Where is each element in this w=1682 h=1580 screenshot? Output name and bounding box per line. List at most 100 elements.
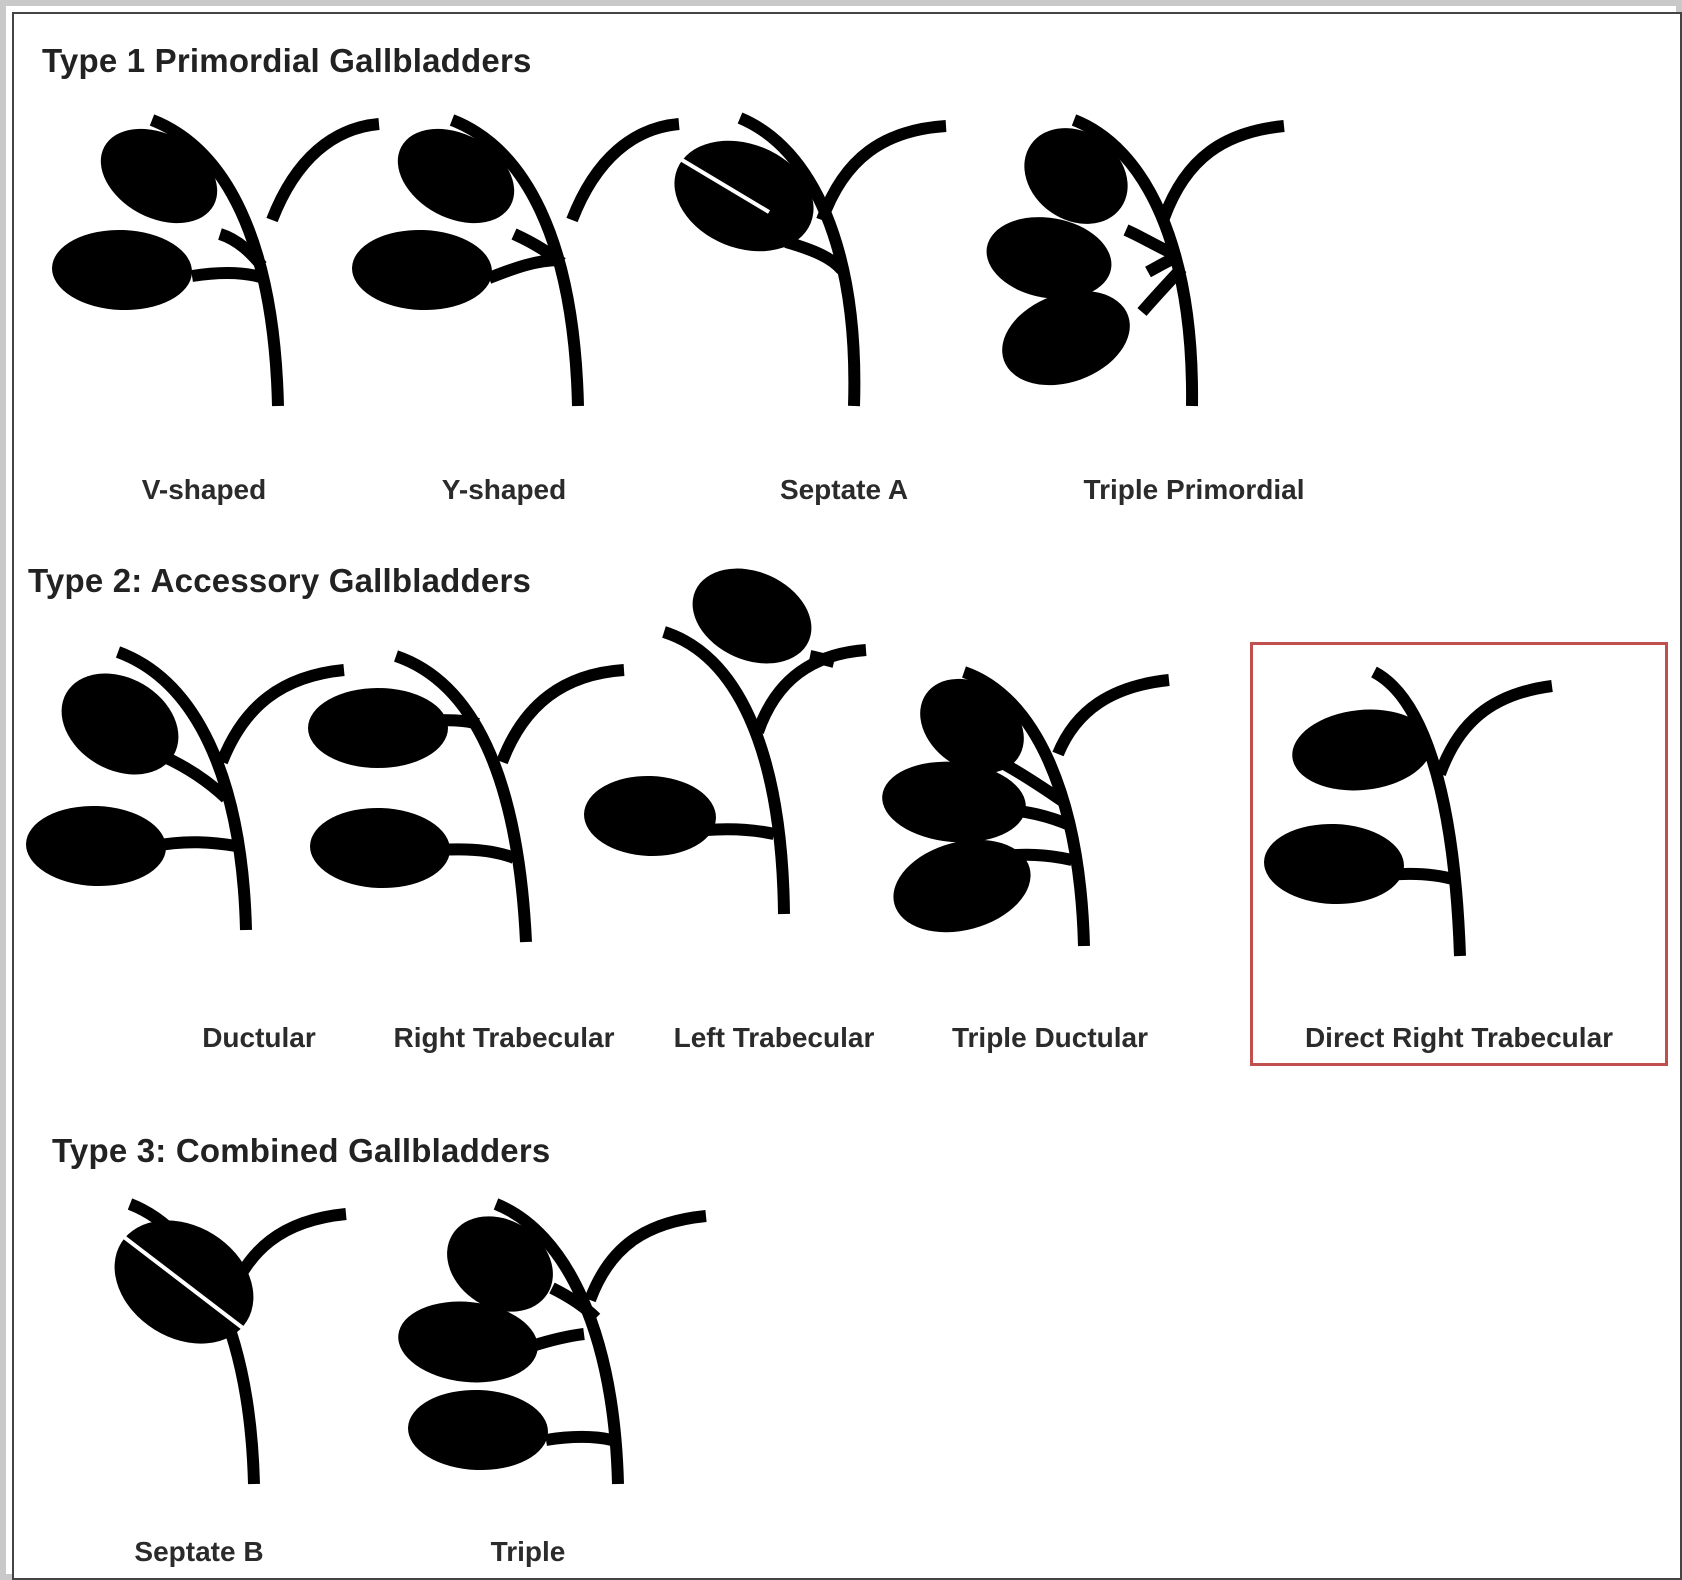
caption-right-trabecular: Right Trabecular <box>393 1022 615 1053</box>
duct-1 <box>115 646 252 931</box>
duct-3 <box>808 650 836 668</box>
duct-4 <box>705 823 776 840</box>
septum-line <box>680 158 771 214</box>
variant-direct-right-trabecular: Direct Right Trabecular <box>1250 614 1668 1074</box>
variant-triple: Triple <box>398 1184 746 1574</box>
left-trabecular-group <box>584 568 867 915</box>
duct-1 <box>449 114 584 407</box>
section-title-type-2: Type 2: Accessory Gallbladders <box>28 562 532 599</box>
septate-a-group <box>674 112 947 407</box>
septum-line <box>118 1232 250 1334</box>
duct-4 <box>1145 250 1182 278</box>
variant-septate-a: Septate A <box>674 98 1014 518</box>
gallbladder-3 <box>1002 290 1130 386</box>
caption-y-shaped: Y-shaped <box>441 474 567 505</box>
duct-4 <box>191 267 266 284</box>
caption-septate-b: Septate B <box>134 1536 264 1567</box>
ductular-diagram <box>26 646 345 931</box>
duct-3 <box>1001 758 1068 807</box>
gallbladder-3 <box>893 839 1031 933</box>
duct-2 <box>566 118 680 223</box>
duct-2 <box>584 1210 707 1303</box>
duct-2 <box>496 664 625 765</box>
highlight-box <box>1250 642 1668 1066</box>
caption-triple: Triple <box>490 1536 566 1567</box>
direct-right-trabecular-diagram <box>1264 666 1553 957</box>
ductular-group <box>26 646 345 931</box>
gallbladder-2 <box>52 229 192 311</box>
gallbladder-1 <box>1292 709 1432 791</box>
duct-1 <box>149 114 284 407</box>
septate-a-diagram <box>674 112 947 407</box>
variant-triple-ductular: Triple Ductular <box>882 614 1244 1074</box>
caption-triple-primordial: Triple Primordial <box>1083 474 1305 505</box>
gallbladder-1 <box>61 673 179 775</box>
y-shaped-diagram <box>352 114 680 407</box>
gallbladder-3 <box>408 1389 548 1471</box>
duct-4 <box>486 254 561 284</box>
gallbladder-1 <box>1024 128 1128 224</box>
duct-2 <box>1052 674 1170 757</box>
gallbladder-2 <box>352 229 492 311</box>
duct-2 <box>752 644 867 735</box>
gallbladder-2 <box>1264 823 1404 905</box>
caption-direct-right-trabecular: Direct Right Trabecular <box>1304 1022 1614 1053</box>
duct-3 <box>784 236 847 275</box>
duct-1 <box>394 650 532 943</box>
gallbladder-1 <box>308 688 448 768</box>
section-title-type-1: Type 1 Primordial Gallbladders <box>42 42 532 79</box>
v-shaped-group <box>52 114 380 407</box>
variant-right-trabecular: Right Trabecular <box>304 614 644 1074</box>
duct-5 <box>545 1431 614 1446</box>
figure-panel: Type 1 Primordial Gallbladders V-shaped … <box>12 12 1682 1580</box>
duct-4 <box>152 836 237 852</box>
gallbladder-1 <box>447 1216 553 1312</box>
duct-2 <box>816 120 947 223</box>
duct-1 <box>1371 666 1466 957</box>
gallbladder-2 <box>986 217 1112 299</box>
gallbladder-2 <box>584 775 716 857</box>
caption-left-trabecular: Left Trabecular <box>673 1022 875 1053</box>
caption-ductular: Ductular <box>202 1022 316 1053</box>
duct-2 <box>216 664 345 765</box>
section-title-type-3: Type 3: Combined Gallbladders <box>52 1132 551 1169</box>
septate-b-group <box>114 1198 347 1485</box>
duct-5 <box>1137 263 1187 316</box>
duct-1 <box>662 626 790 915</box>
gallbladder-2 <box>26 805 166 887</box>
duct-3 <box>549 1282 601 1323</box>
triple-primordial-group <box>986 114 1285 407</box>
triple-primordial-diagram <box>986 114 1285 407</box>
gallbladder-2 <box>882 761 1026 843</box>
gallbladder-1 <box>692 568 812 664</box>
variant-left-trabecular: Left Trabecular <box>584 568 944 1074</box>
gallbladder-1 <box>397 128 515 224</box>
left-trabecular-diagram <box>584 568 867 915</box>
caption-triple-ductular: Triple Ductular <box>951 1022 1149 1053</box>
caption-septate-a: Septate A <box>779 474 909 505</box>
duct-3 <box>1123 224 1177 260</box>
variant-y-shaped: Y-shaped <box>334 98 680 518</box>
right-trabecular-diagram <box>308 650 625 943</box>
duct-2 <box>1434 680 1553 777</box>
variant-v-shaped: V-shaped <box>34 98 380 518</box>
septate-b-diagram <box>114 1198 347 1485</box>
direct-right-trabecular-group <box>1264 666 1553 957</box>
y-shaped-group <box>352 114 680 407</box>
duct-1 <box>961 666 1090 947</box>
triple-ductular-group <box>882 666 1170 947</box>
variant-ductular: Ductular <box>14 614 354 1074</box>
duct-3 <box>217 228 267 270</box>
triple-ductular-diagram <box>882 666 1170 947</box>
gallbladder-1 <box>100 128 218 224</box>
caption-v-shaped: V-shaped <box>141 474 267 505</box>
v-shaped-diagram <box>52 114 380 407</box>
gallbladder-2 <box>310 807 450 889</box>
triple-diagram <box>398 1198 707 1485</box>
right-trabecular-group <box>308 650 625 943</box>
duct-1 <box>493 1198 624 1485</box>
variant-triple-primordial: Triple Primordial <box>986 98 1374 518</box>
gallbladder-1 <box>920 678 1024 774</box>
triple-group <box>398 1198 707 1485</box>
